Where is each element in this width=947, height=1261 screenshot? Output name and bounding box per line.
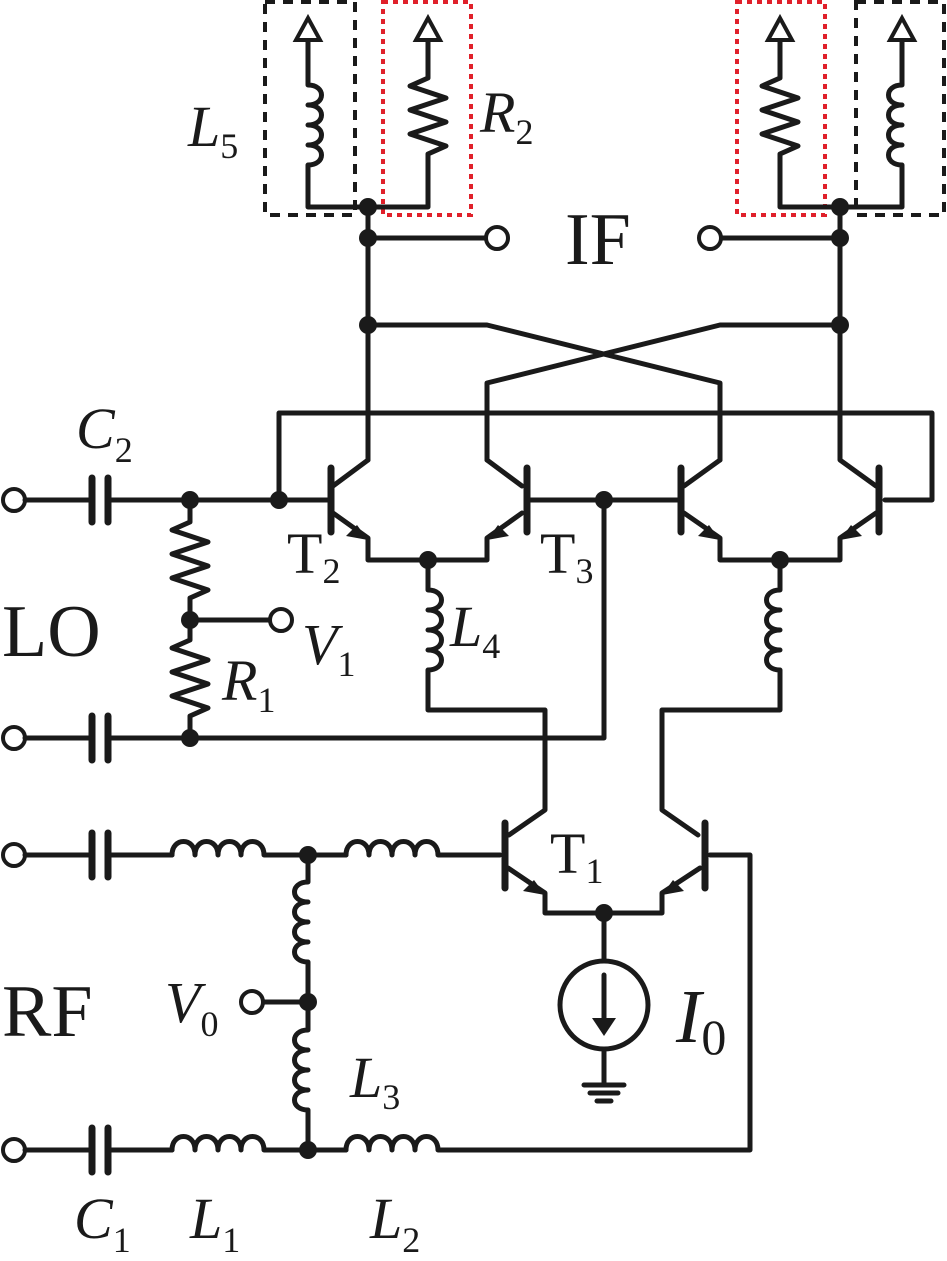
- current-source-i0: [557, 958, 651, 1104]
- label-i0: I0: [675, 975, 726, 1065]
- switching-quad: [187, 410, 935, 741]
- l5-dashed-box: [263, 0, 357, 217]
- left-load-resistor-r2: [365, 0, 473, 217]
- if-terminal-right[interactable]: [697, 225, 723, 251]
- left-load-inductor-l5: [263, 0, 371, 217]
- rf-port-label: RF: [2, 971, 93, 1053]
- right-red-dotted-box: [735, 0, 827, 217]
- inductor-l4: [419, 551, 548, 838]
- r2-red-dotted-box: [381, 0, 473, 217]
- lo-terminal-bottom[interactable]: [1, 725, 27, 751]
- right-load-resistor: [735, 0, 843, 217]
- v0-bias-terminal[interactable]: [239, 989, 265, 1015]
- label-c2: C2: [76, 396, 133, 470]
- supply-arrow-icon: [764, 13, 796, 42]
- label-v1: V1: [302, 612, 355, 684]
- ground-icon: [581, 1082, 627, 1104]
- lo-input-network: [1, 474, 334, 764]
- label-t1: T1: [550, 821, 603, 891]
- label-t3: T3: [540, 521, 593, 591]
- label-r2: R2: [479, 80, 533, 152]
- rf-transistor-pair: [501, 819, 709, 963]
- label-l3: L3: [349, 1045, 400, 1117]
- right-dashed-box: [854, 0, 946, 217]
- lo-port-label: LO: [2, 591, 101, 673]
- label-r1: R1: [221, 648, 275, 720]
- right-load-inductor: [837, 0, 946, 217]
- if-port-label: IF: [565, 199, 631, 281]
- if-terminal-left[interactable]: [484, 225, 510, 251]
- rf-input-network: [1, 829, 753, 1176]
- inductor-right-tail: [659, 551, 789, 838]
- rf-terminal-top[interactable]: [1, 842, 27, 868]
- label-l4: L4: [449, 594, 500, 666]
- label-v0: V0: [165, 970, 218, 1044]
- supply-arrow-icon: [292, 13, 324, 42]
- v1-bias-terminal[interactable]: [268, 607, 294, 633]
- label-l2: L2: [369, 1186, 420, 1260]
- label-t2: T2: [287, 521, 340, 591]
- label-l5: L5: [187, 94, 238, 166]
- current-arrow-icon: [592, 1018, 616, 1036]
- label-l1: L1: [189, 1186, 240, 1260]
- lo-terminal-top[interactable]: [1, 487, 27, 513]
- rf-terminal-bottom[interactable]: [1, 1137, 27, 1163]
- supply-arrow-icon: [412, 13, 444, 42]
- label-c1: C1: [74, 1186, 131, 1260]
- cross-coupling-wires: [359, 316, 849, 463]
- if-output: [359, 198, 849, 463]
- supply-arrow-icon: [886, 13, 918, 42]
